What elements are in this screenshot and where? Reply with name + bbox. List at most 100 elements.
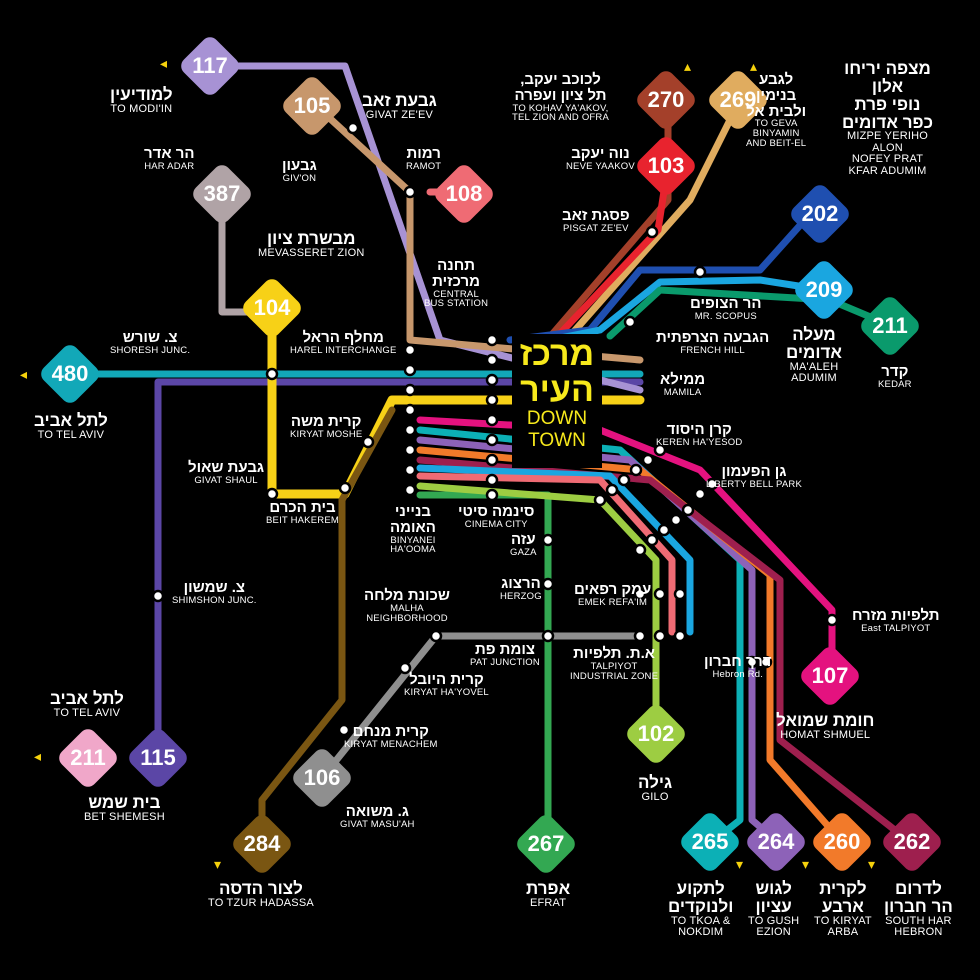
route-number: 108 [445, 181, 483, 206]
downtown-en-2: TOWN [528, 430, 586, 451]
stop-marker [151, 589, 165, 603]
stop-marker [541, 533, 555, 547]
stop-marker [653, 443, 667, 457]
stop-marker [485, 488, 499, 502]
direction-arrow-left-icon: ◂ [20, 366, 28, 382]
stop-marker [485, 353, 499, 367]
stop-marker [605, 483, 619, 497]
route-number: 209 [805, 277, 843, 302]
stop-marker [403, 383, 417, 397]
route-badge-260[interactable]: 260 [809, 809, 875, 875]
stop-marker [485, 433, 499, 447]
route-badge-115[interactable]: 115 [125, 725, 191, 791]
route-badge-211-tel-aviv[interactable]: 211 [55, 725, 121, 791]
line-202 [506, 208, 816, 344]
route-number: 115 [140, 745, 176, 770]
route-badge-108[interactable]: 108 [431, 161, 497, 227]
route-badge-102[interactable]: 102 [623, 701, 689, 767]
stop-marker [403, 483, 417, 497]
downtown-he-2: העיר [520, 371, 594, 409]
stop-marker [338, 481, 352, 495]
route-badge-480[interactable]: 480 [37, 341, 103, 407]
stop-marker [403, 363, 417, 377]
stop-marker [361, 435, 375, 449]
stop-marker [593, 493, 607, 507]
route-badge-270[interactable]: 270 [633, 67, 699, 133]
route-badge-269[interactable]: 269 [705, 67, 771, 133]
downtown-en-1: DOWN [526, 408, 588, 429]
direction-arrow-down-icon: ▾ [736, 856, 744, 872]
stop-marker [645, 225, 659, 239]
route-number: 387 [203, 181, 241, 206]
stop-marker [669, 513, 683, 527]
route-badge-117[interactable]: 117 [177, 33, 243, 99]
route-badge-267[interactable]: 267 [513, 811, 579, 877]
route-badge-284[interactable]: 284 [229, 811, 295, 877]
route-badge-103[interactable]: 103 [633, 133, 699, 199]
downtown-block: מרכז העיר DOWN TOWN [512, 334, 602, 468]
route-badge-265[interactable]: 265 [677, 809, 743, 875]
route-badge-209[interactable]: 209 [791, 257, 857, 323]
stop-marker [337, 723, 351, 737]
stop-marker [673, 587, 687, 601]
stop-marker [825, 613, 839, 627]
stop-marker [541, 629, 555, 643]
direction-arrow-up-icon: ▴ [750, 58, 758, 74]
stop-marker [485, 453, 499, 467]
direction-arrow-down-icon: ▾ [214, 856, 222, 872]
direction-arrow-left-icon: ◂ [34, 748, 42, 764]
route-number: 117 [192, 53, 228, 78]
route-number: 104 [253, 295, 291, 320]
stop-marker [657, 523, 671, 537]
stop-marker [403, 403, 417, 417]
line-115 [154, 378, 644, 764]
route-badge-105[interactable]: 105 [279, 73, 345, 139]
route-badge-387[interactable]: 387 [189, 161, 255, 227]
route-number: 270 [647, 87, 685, 112]
stop-marker [485, 413, 499, 427]
route-badge-211-kedar[interactable]: 211 [857, 293, 923, 359]
route-badge-264[interactable]: 264 [743, 809, 809, 875]
direction-arrow-down-icon: ▾ [868, 856, 876, 872]
stop-marker [485, 373, 499, 387]
stop-marker [681, 503, 695, 517]
stop-marker [485, 333, 499, 347]
route-badge-107[interactable]: 107 [797, 643, 863, 709]
route-badge-262[interactable]: 262 [879, 809, 945, 875]
line-south-pink [416, 472, 676, 636]
route-badge-106[interactable]: 106 [289, 745, 355, 811]
line-south-blue [416, 464, 694, 636]
line-102 [416, 482, 660, 740]
stop-marker [485, 473, 499, 487]
stop-marker [403, 343, 417, 357]
route-number: 106 [303, 765, 341, 790]
route-number: 105 [293, 93, 331, 118]
route-badge-104[interactable]: 104 [239, 275, 305, 341]
line-270 [526, 96, 672, 364]
stop-marker [429, 629, 443, 643]
route-number: 267 [527, 831, 565, 856]
route-badge-202[interactable]: 202 [787, 181, 853, 247]
route-number: 102 [637, 721, 675, 746]
stop-marker [653, 587, 667, 601]
route-number: 262 [893, 829, 931, 854]
